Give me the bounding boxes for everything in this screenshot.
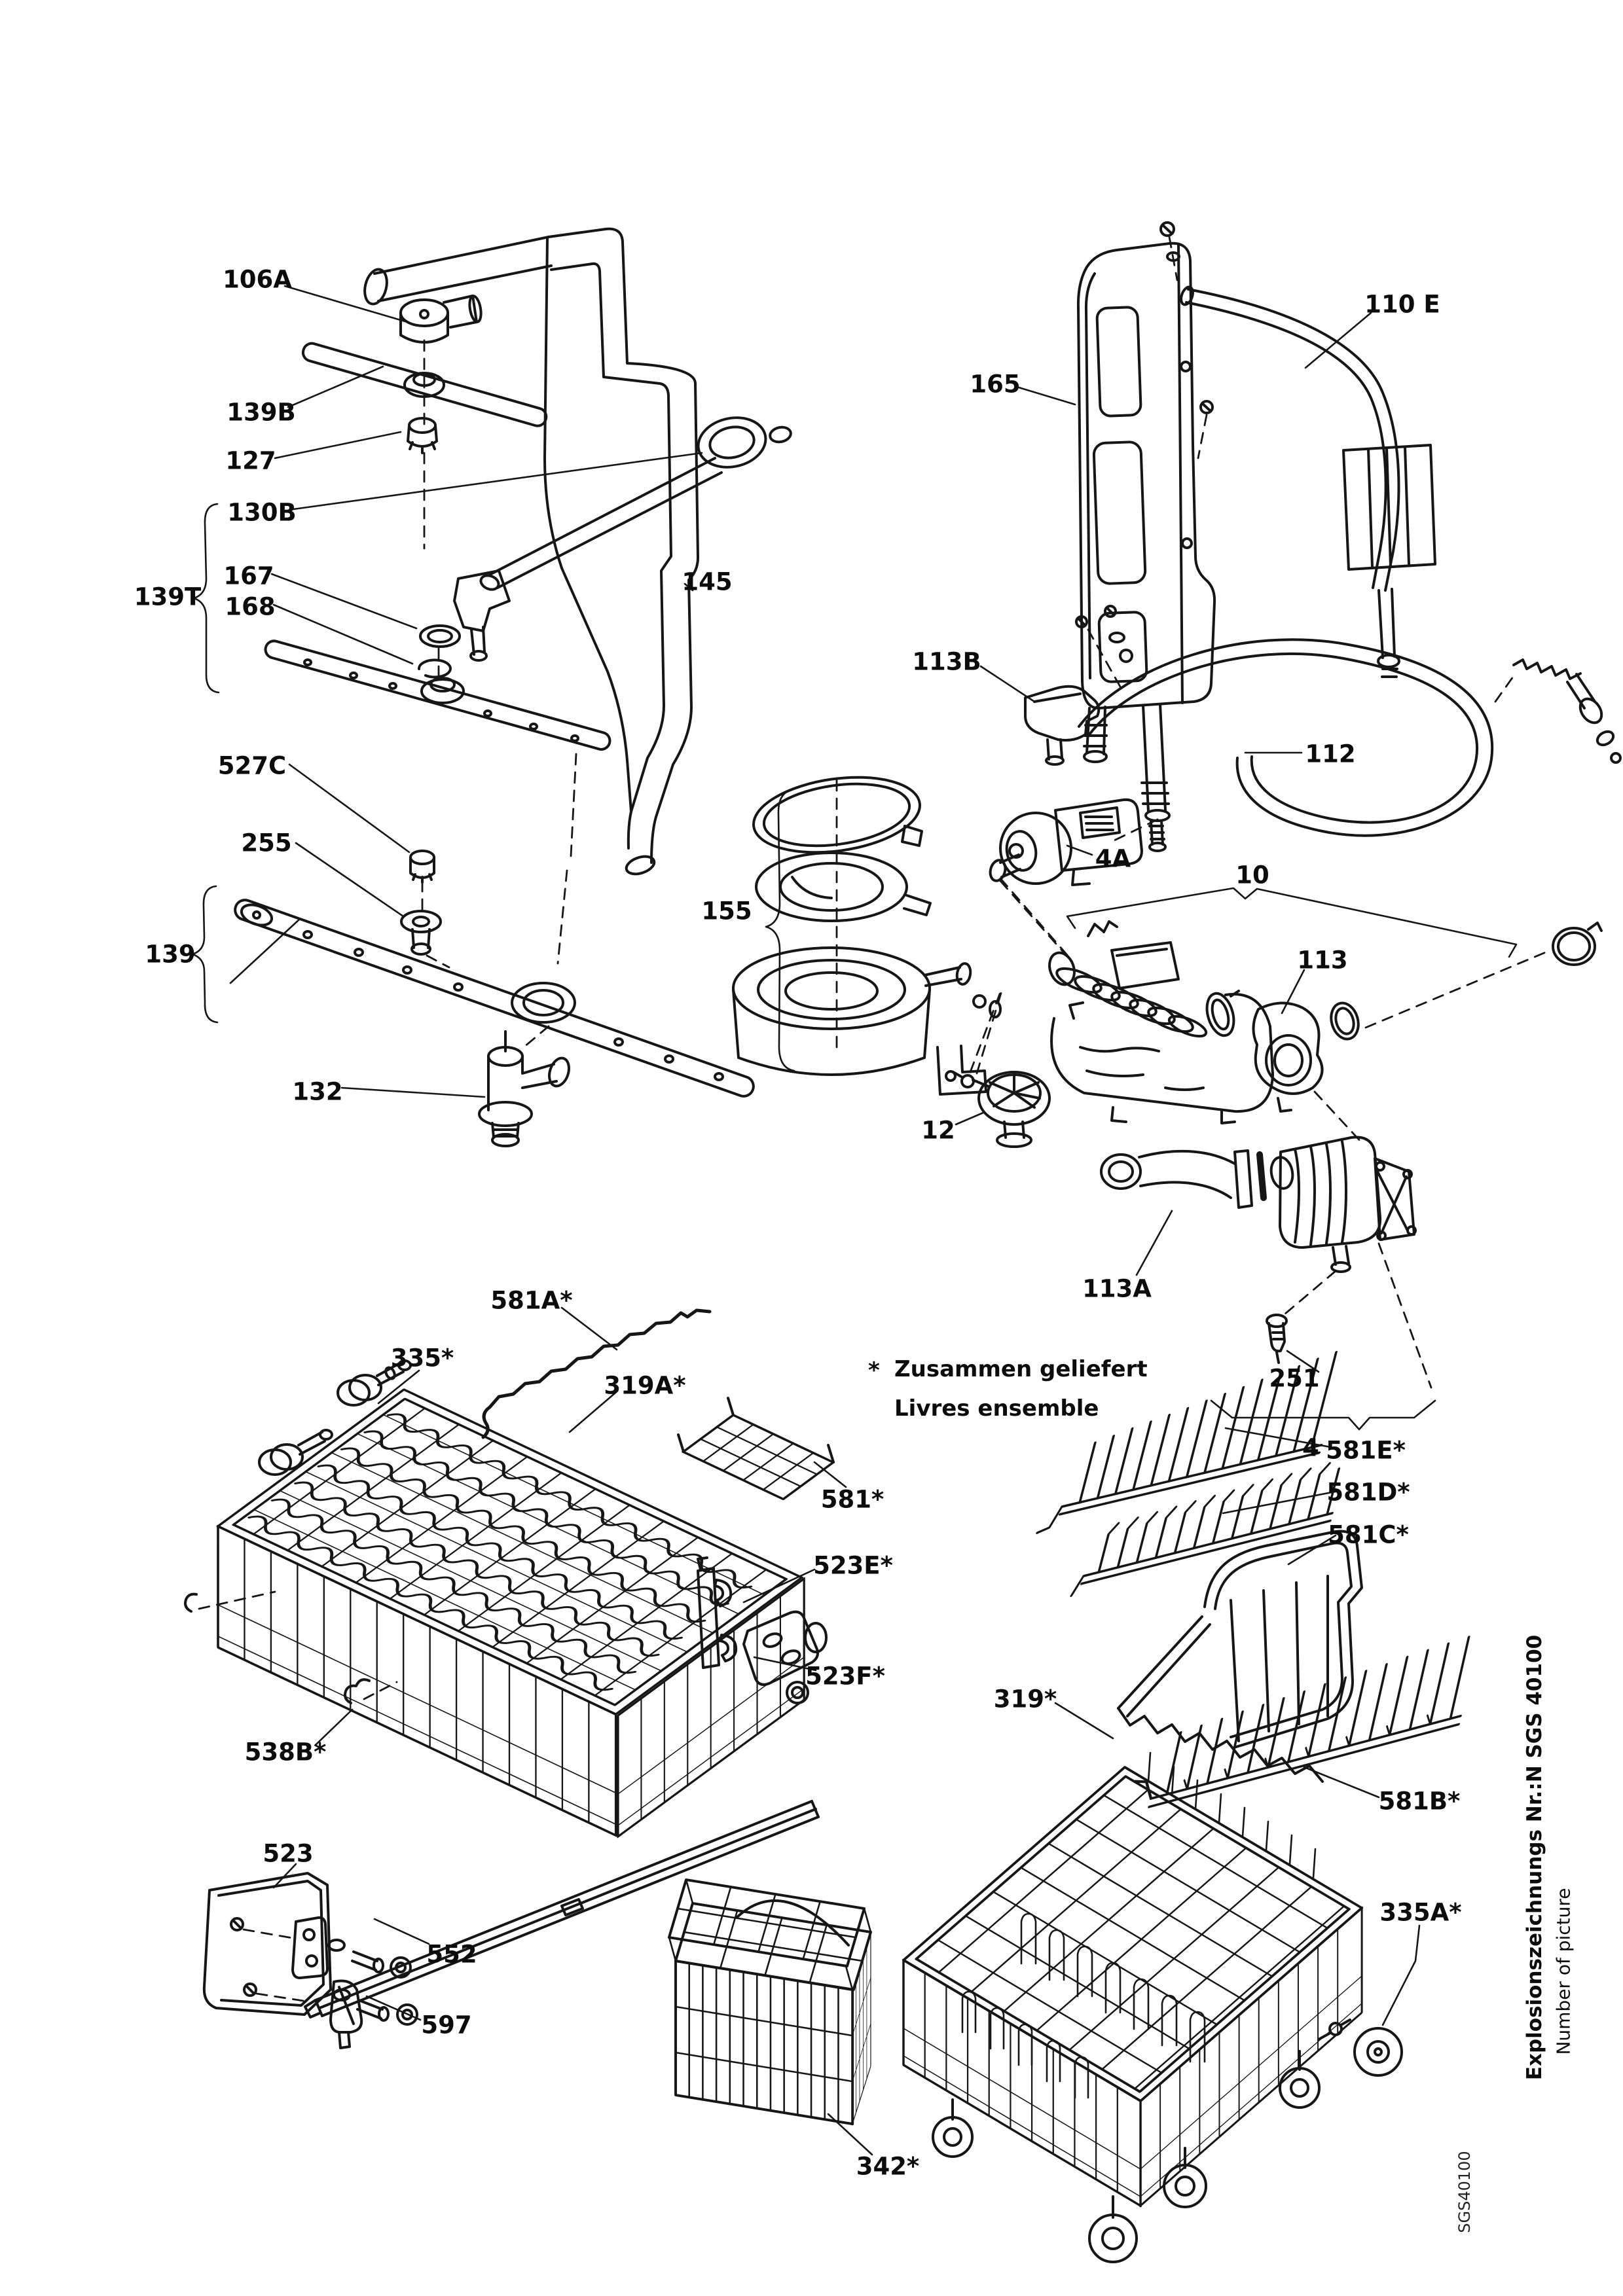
part-label-581B: 581B*	[1378, 1787, 1461, 1816]
upper-basket-guides	[198, 1590, 398, 1700]
part-label-130B: 130B	[227, 498, 297, 527]
part-label-132: 132	[292, 1077, 343, 1106]
lower-spray-arm-assembly-art	[234, 850, 755, 1147]
part-label-523F: 523F*	[805, 1662, 885, 1691]
rack-inserts-art	[1036, 1350, 1470, 1808]
part-label-335: 335*	[390, 1344, 454, 1372]
part-label-12: 12	[921, 1116, 955, 1145]
part-label-319A: 319A*	[604, 1371, 686, 1400]
part-label-538B: 538B*	[244, 1738, 327, 1767]
part-label-4: 4	[1302, 1433, 1319, 1462]
part-label-523E: 523E*	[813, 1551, 893, 1580]
part-label-165: 165	[970, 370, 1021, 399]
part-label-335A: 335A*	[1379, 1898, 1462, 1927]
part-label-113B: 113B	[912, 647, 981, 676]
part-label-145: 145	[682, 567, 733, 596]
side-text-number-of-picture: Number of picture	[1552, 1888, 1575, 2055]
part-label-167: 167	[223, 562, 274, 590]
side-text-drawing-number: Explosionszeichnungs Nr.:N SGS 40100	[1523, 1634, 1546, 2081]
part-label-106A: 106A	[223, 265, 292, 294]
overflow-guides	[969, 991, 1002, 1073]
upper-spray-arm-assembly-art	[264, 227, 792, 876]
sump-hose-10-art	[1048, 920, 1603, 1124]
note-asterisk: *	[868, 1357, 880, 1384]
inlet-guides	[1087, 628, 1125, 694]
part-label-139: 139	[145, 940, 196, 969]
part-label-581A: 581A*	[490, 1286, 573, 1315]
part-label-319: 319*	[993, 1685, 1057, 1713]
note-text-french: Livres ensemble	[894, 1395, 1099, 1422]
part-label-10: 10	[1235, 861, 1269, 889]
part-label-581C: 581C*	[1328, 1520, 1409, 1549]
rail-group-art	[202, 1800, 820, 2049]
lower-arm-centerlines	[421, 880, 550, 1049]
rail-guides	[242, 1928, 309, 2003]
part-label-113A: 113A	[1082, 1274, 1152, 1303]
part-label-342: 342*	[856, 2152, 920, 2181]
note-text-german: Zusammen geliefert	[894, 1356, 1148, 1382]
part-label-552: 552	[426, 1940, 477, 1969]
part-label-581E: 581E*	[1326, 1436, 1406, 1465]
part-label-139B: 139B	[227, 398, 296, 427]
part-label-527C: 527C	[217, 751, 287, 780]
part-label-597: 597	[421, 2011, 472, 2039]
sump-guides	[835, 779, 1072, 1075]
part-label-112: 112	[1305, 740, 1356, 768]
drain-hose-guides	[1494, 673, 1516, 703]
part-label-255: 255	[241, 829, 292, 857]
cutlery-basket-art	[667, 1878, 873, 2126]
drain-pump-4a-art	[989, 798, 1143, 886]
part-label-110E: 110 E	[1364, 290, 1440, 319]
leader-lines	[191, 285, 1518, 2156]
sump-hose-guides	[999, 877, 1552, 1145]
side-text-model-code: SGS40100	[1455, 2151, 1474, 2233]
outlet-duct-113a-art	[1100, 1136, 1417, 1364]
overflow-disc-12-art	[952, 1071, 1051, 1148]
part-label-113: 113	[1297, 946, 1348, 975]
part-label-168: 168	[225, 592, 276, 621]
drain-hose-112-art	[1078, 638, 1622, 837]
part-label-127: 127	[225, 446, 276, 475]
inlet-elbow-113b-art	[1024, 605, 1133, 766]
part-label-4A: 4A	[1095, 844, 1131, 873]
part-label-155: 155	[701, 897, 752, 925]
lower-basket-art	[902, 1751, 1364, 2208]
sump-filter-155-art	[732, 776, 1002, 1096]
part-label-523: 523	[263, 1839, 314, 1868]
side-panel-art	[1076, 221, 1216, 852]
upper-arm-centerlines	[423, 339, 577, 965]
part-label-251: 251	[1269, 1364, 1320, 1393]
upper-basket-parts-art	[184, 1308, 835, 1704]
part-label-139T: 139T	[134, 583, 202, 611]
part-label-581D: 581D*	[1326, 1478, 1410, 1507]
recirc-guides	[1283, 1242, 1432, 1389]
part-label-581: 581*	[820, 1485, 884, 1514]
fill-hose-110e-art	[1180, 285, 1436, 678]
lower-basket-wheels-art	[932, 2018, 1403, 2263]
panel-guides	[1113, 236, 1208, 842]
